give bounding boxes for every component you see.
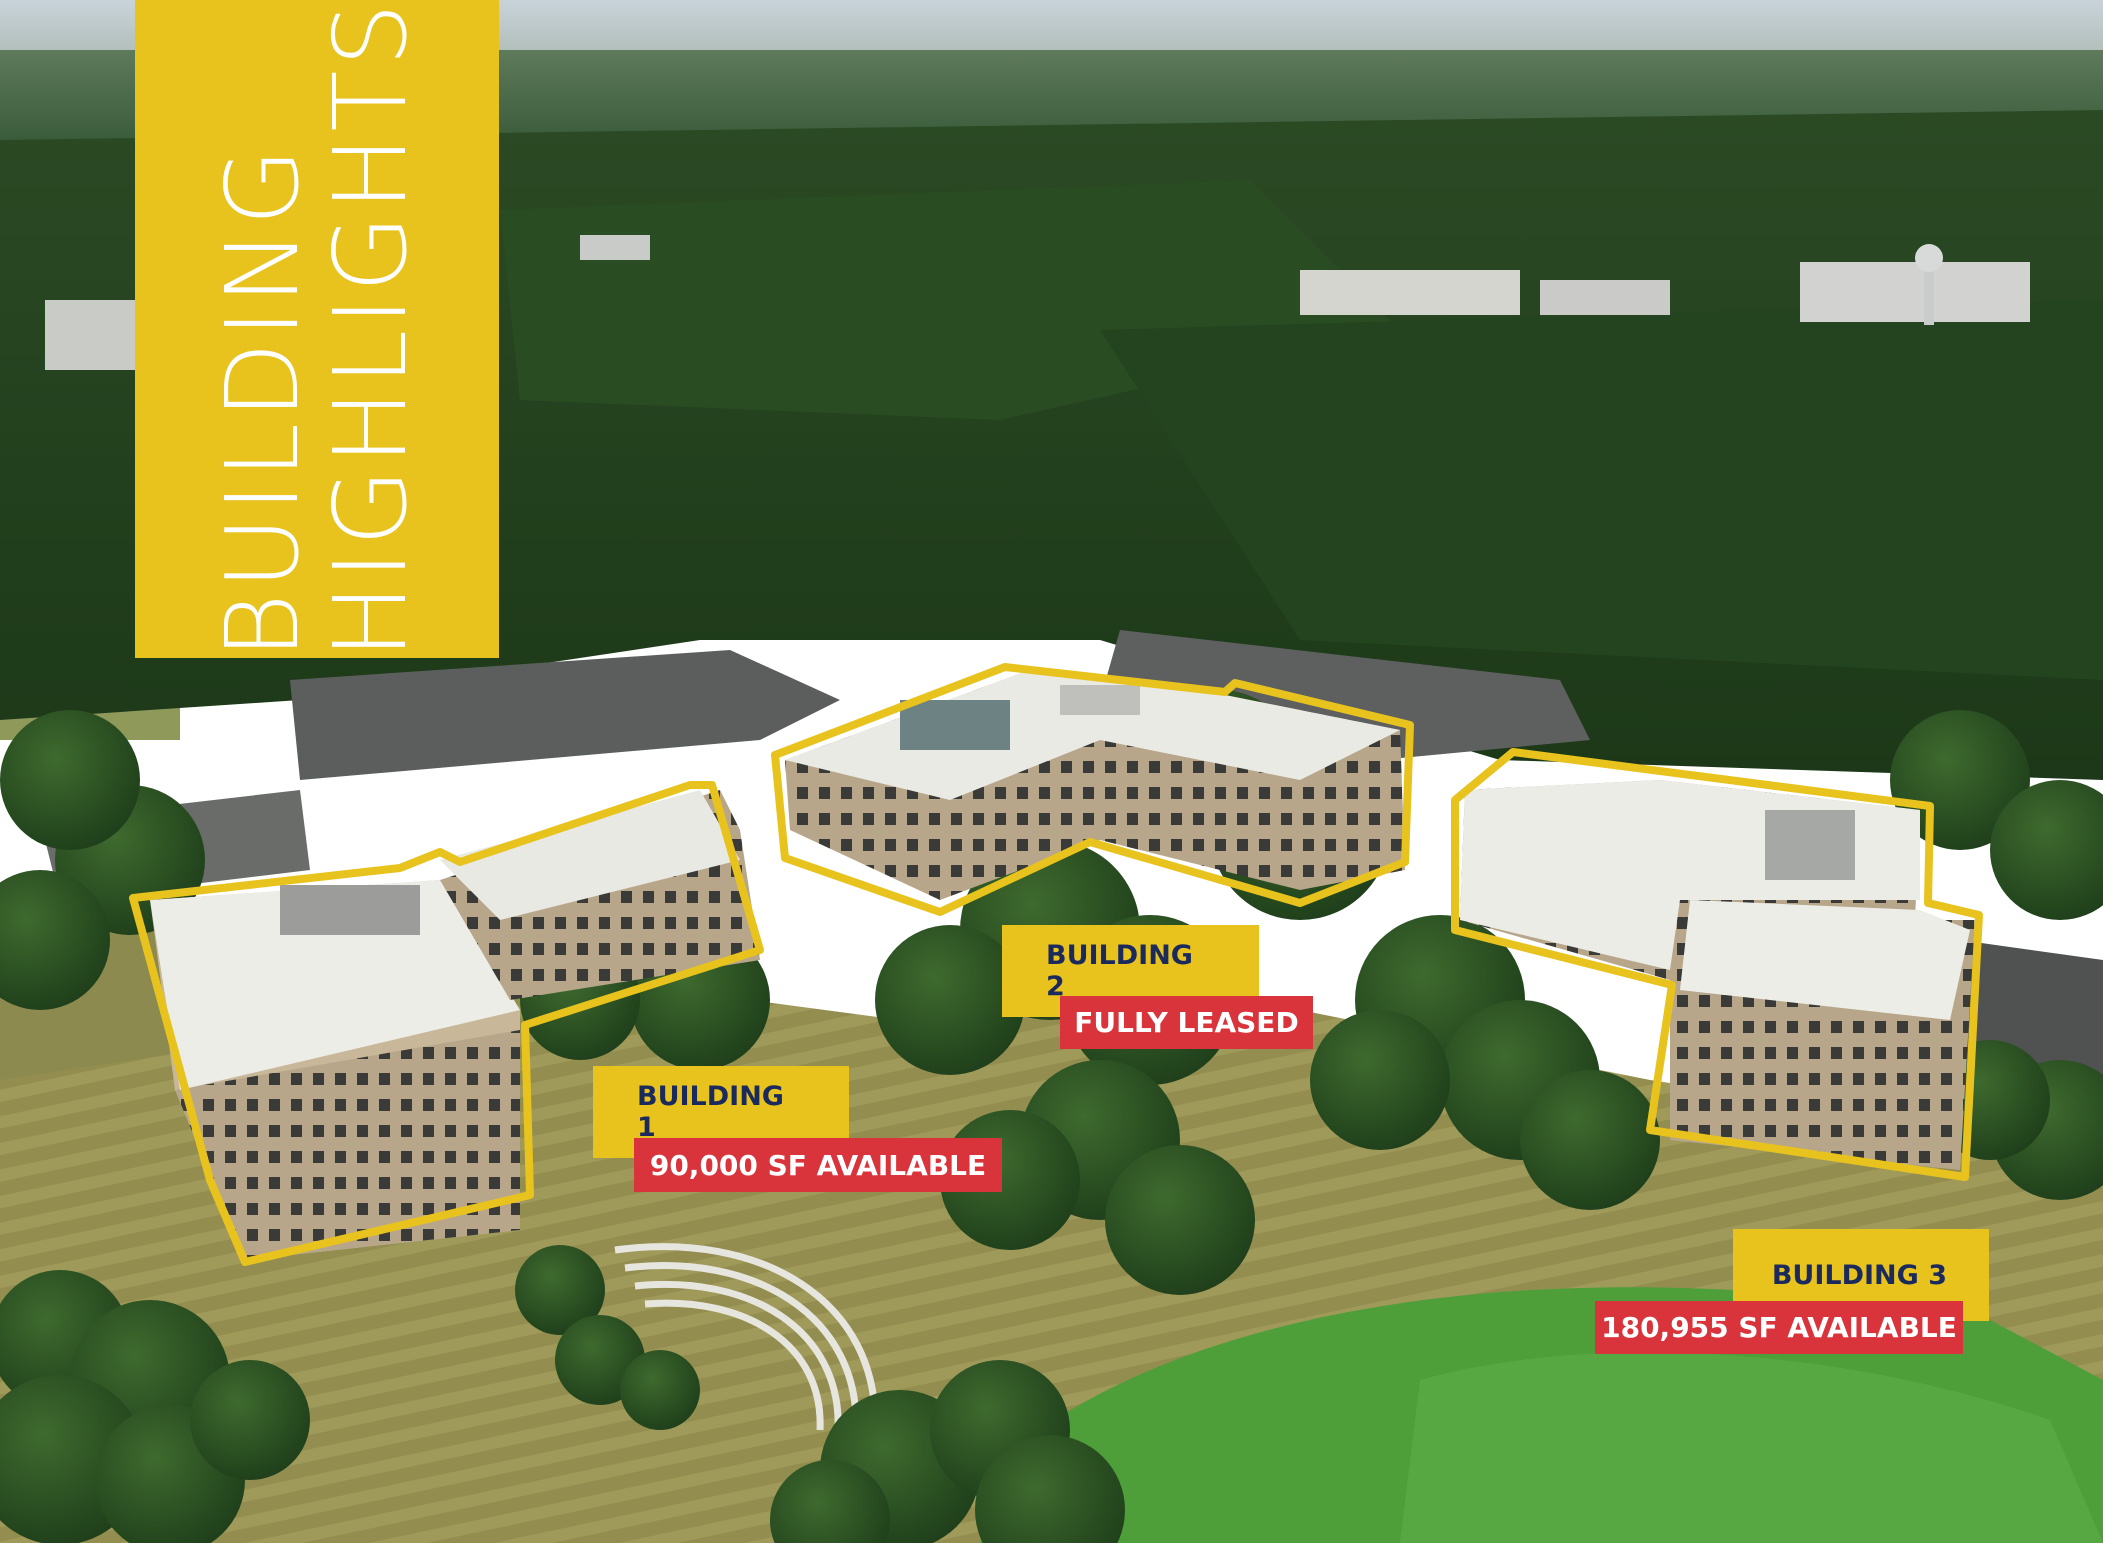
building-1-outline	[129, 781, 764, 1266]
building-3-status-tag: 180,955 SF AVAILABLE	[1595, 1301, 1963, 1354]
title-banner: BUILDING HIGHLIGHTS	[135, 0, 499, 658]
page-title: BUILDING HIGHLIGHTS	[204, 0, 429, 658]
title-line-2: HIGHLIGHTS	[312, 0, 429, 658]
title-line-1: BUILDING	[204, 144, 321, 658]
building-2-outline	[771, 663, 1414, 916]
building-2-status-tag: FULLY LEASED	[1060, 996, 1313, 1049]
building-3-outline	[1451, 748, 1983, 1181]
building-1-status-tag: 90,000 SF AVAILABLE	[634, 1138, 1002, 1192]
